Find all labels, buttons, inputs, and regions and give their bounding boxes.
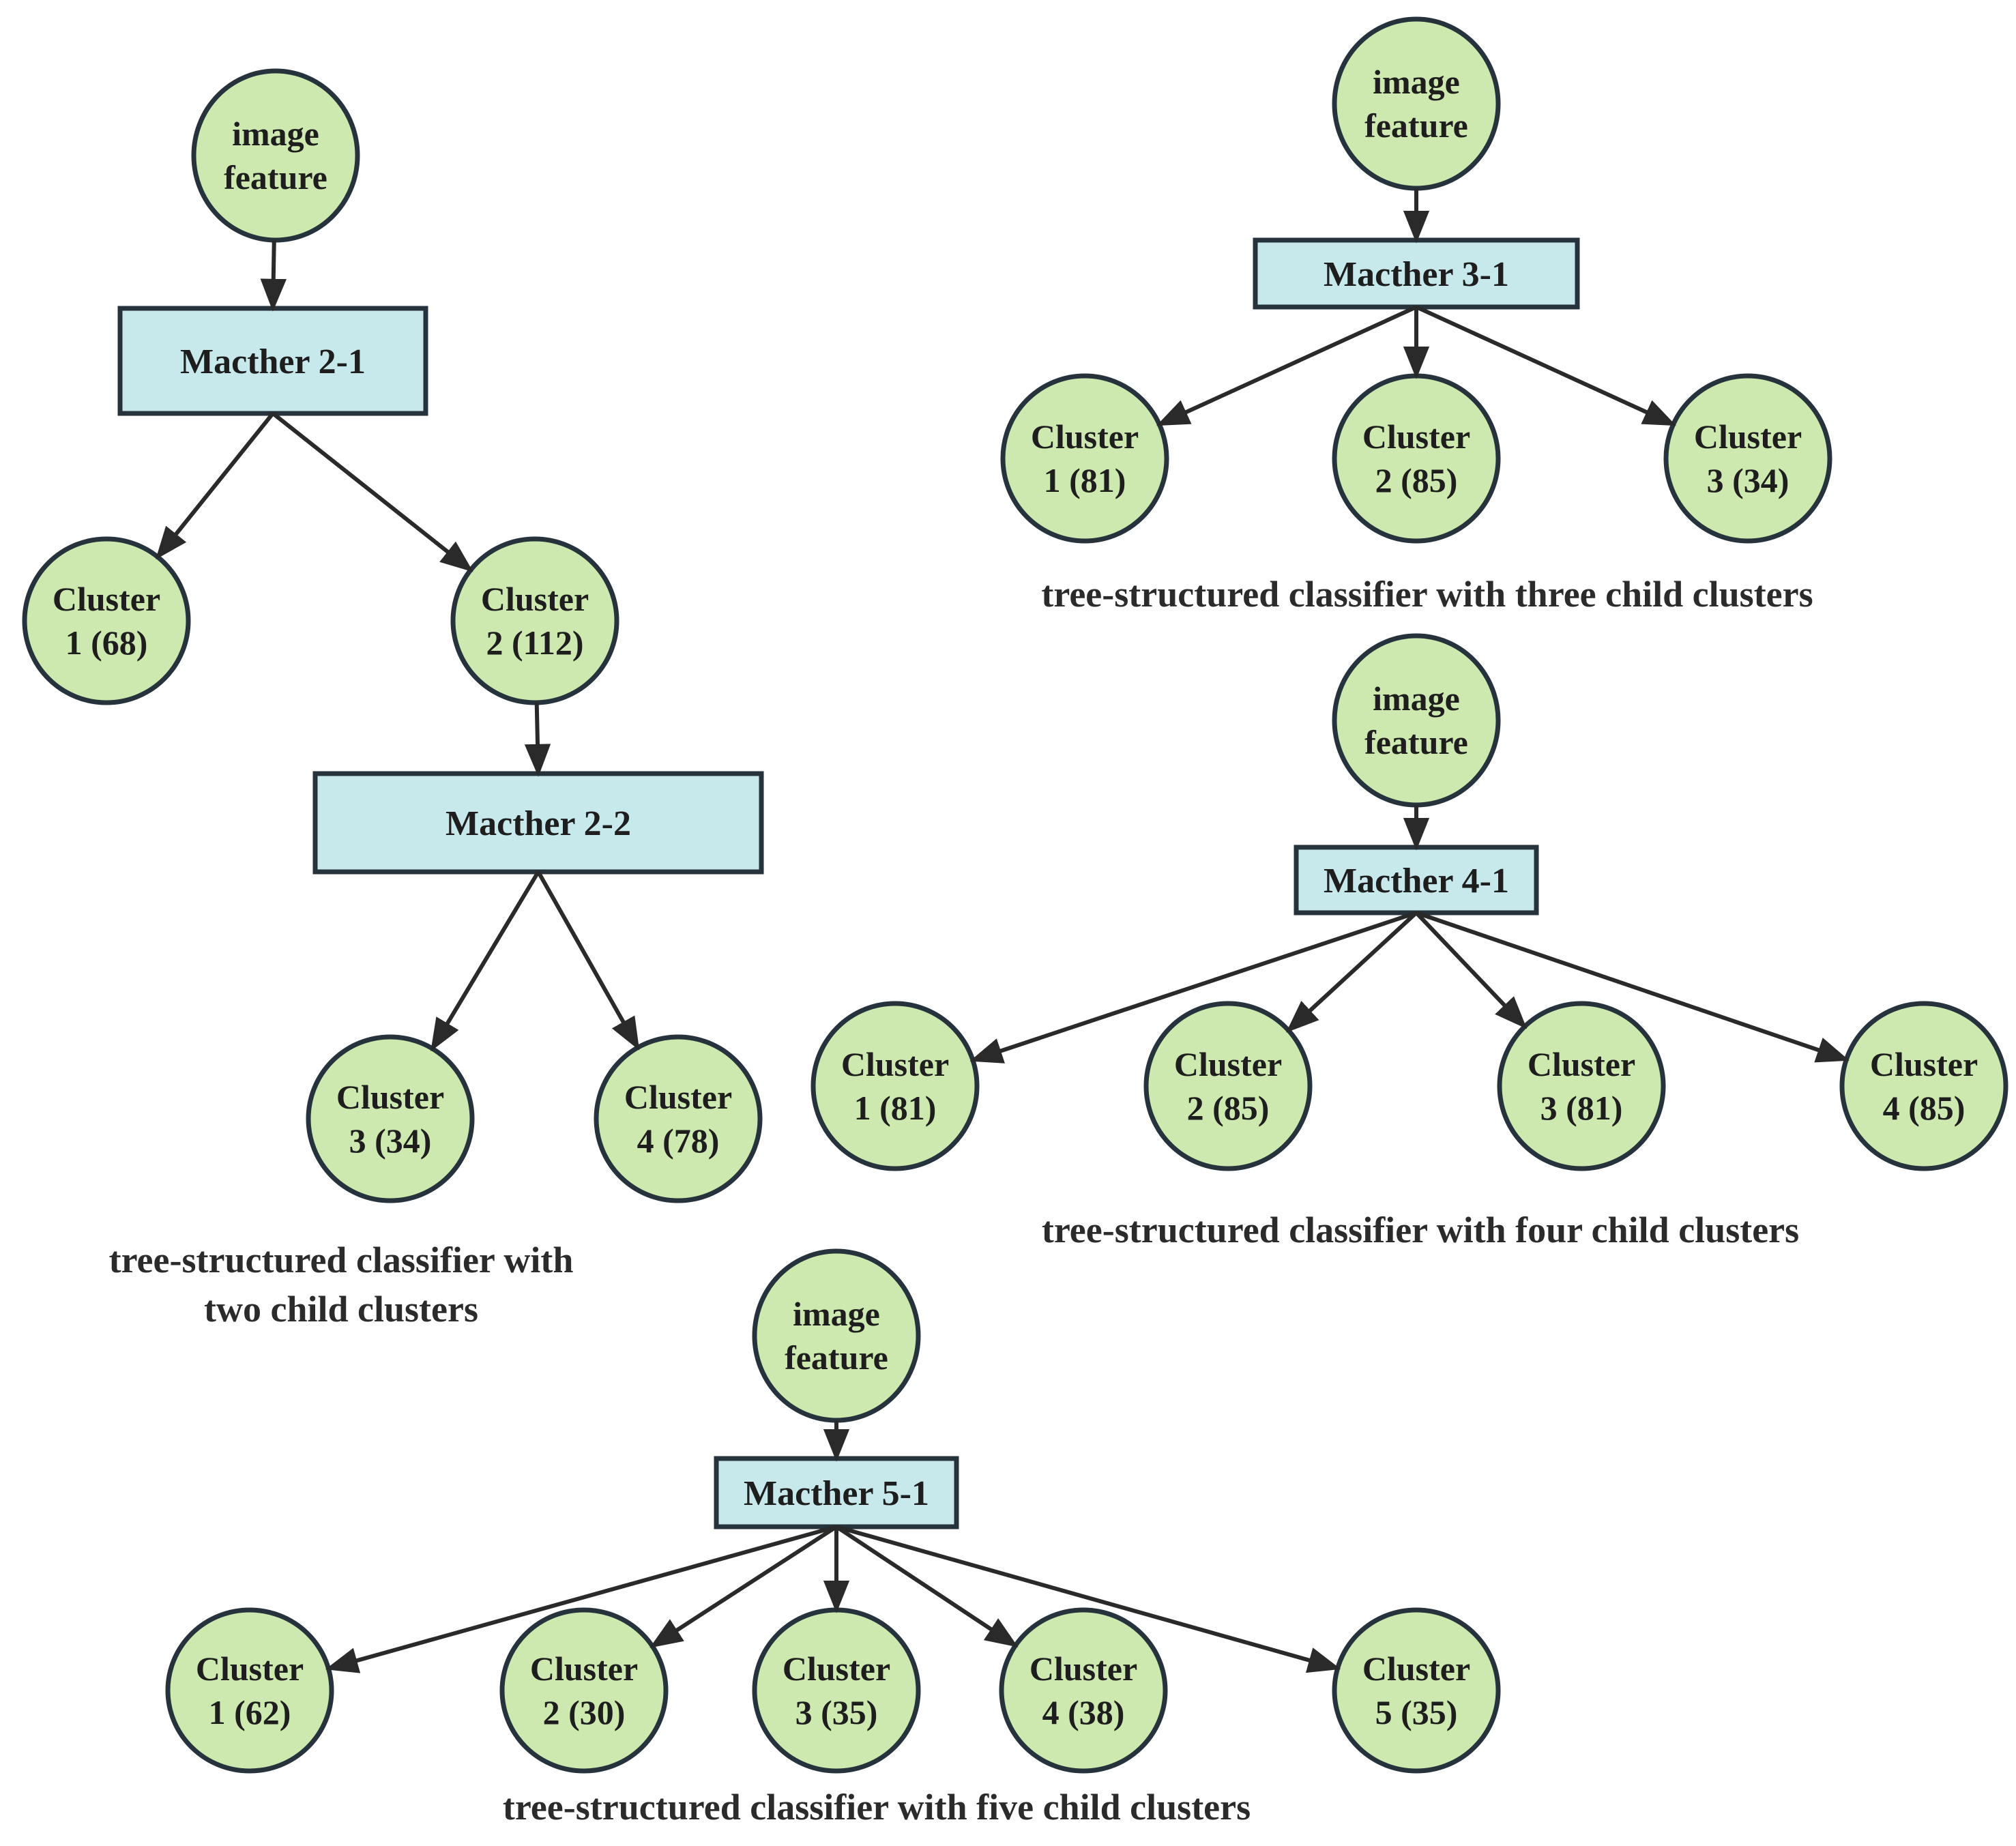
cluster-node-3-shape [752,1607,921,1774]
image-feature-node-shape [752,1248,921,1423]
cluster-node-1-shape [1000,373,1169,544]
edge-arrow [524,702,551,777]
edge-arrow [1415,305,1677,426]
cluster-node-3-shape [1663,373,1832,544]
edge-arrow [649,1525,838,1648]
matcher-box-3-1: Macther 3-1 [1253,237,1580,310]
matcher-box-2-1-label: Macther 2-1 [180,342,366,381]
cluster-node-2-shape [499,1607,669,1774]
edge-arrow [1156,305,1418,426]
cluster-node-1-shape [22,536,191,705]
edge-arrow [835,1525,1019,1647]
image-feature-node-shape [1332,633,1501,808]
tree-caption-two-child-clusters: tree-structured classifier with [108,1240,574,1280]
edge-arrow [1414,911,1528,1029]
edge-arrow [536,870,640,1051]
tree-caption-four-child-clusters: tree-structured classifier with four chi… [1041,1210,1800,1250]
cluster-node-2-shape [1332,373,1501,544]
edge-arrow [260,239,287,312]
cluster-node-2-shape [450,536,619,705]
cluster-node-5-shape [1332,1607,1501,1774]
matcher-box-3-1-label: Macther 3-1 [1324,255,1509,294]
matcher-box-3-1-shape [1253,237,1580,310]
tree-caption-three-child-clusters: tree-structured classifier with three ch… [1041,574,1813,615]
matcher-box-5-1-label: Macther 5-1 [744,1474,929,1513]
matcher-box-2-1: Macther 2-1 [117,306,428,416]
cluster-node-4-shape [999,1607,1168,1774]
cluster-node-4-shape [594,1034,763,1203]
cluster-node-4-shape [1839,1001,2008,1171]
edge-arrow [156,412,275,560]
cluster-node-1-shape [810,1001,980,1171]
edge-arrow [1286,911,1418,1033]
tree-caption-five-child-clusters: tree-structured classifier with five chi… [502,1787,1251,1828]
edge-arrow [325,1525,837,1673]
edge-arrow [1416,911,1850,1063]
matcher-box-4-1-label: Macther 4-1 [1324,862,1509,900]
matcher-box-2-2: Macther 2-2 [312,771,764,875]
image-feature-node-shape [1332,16,1501,191]
edge-arrow [836,1525,1341,1673]
cluster-node-1-shape [165,1607,334,1774]
cluster-node-2-shape [1143,1001,1313,1171]
matcher-box-4-1: Macther 4-1 [1294,845,1539,915]
edge-arrow [272,411,473,572]
edge-arrow [969,911,1417,1064]
matcher-box-2-2-label: Macther 2-2 [445,804,631,843]
image-feature-node-shape [191,68,360,243]
edge-arrow [430,870,540,1052]
tree-caption-two-child-clusters: two child clusters [204,1289,478,1330]
matcher-box-5-1: Macther 5-1 [714,1456,959,1529]
matcher-box-4-1-shape [1294,845,1539,915]
cluster-node-3-shape [1497,1001,1666,1171]
cluster-node-3-shape [306,1034,475,1203]
